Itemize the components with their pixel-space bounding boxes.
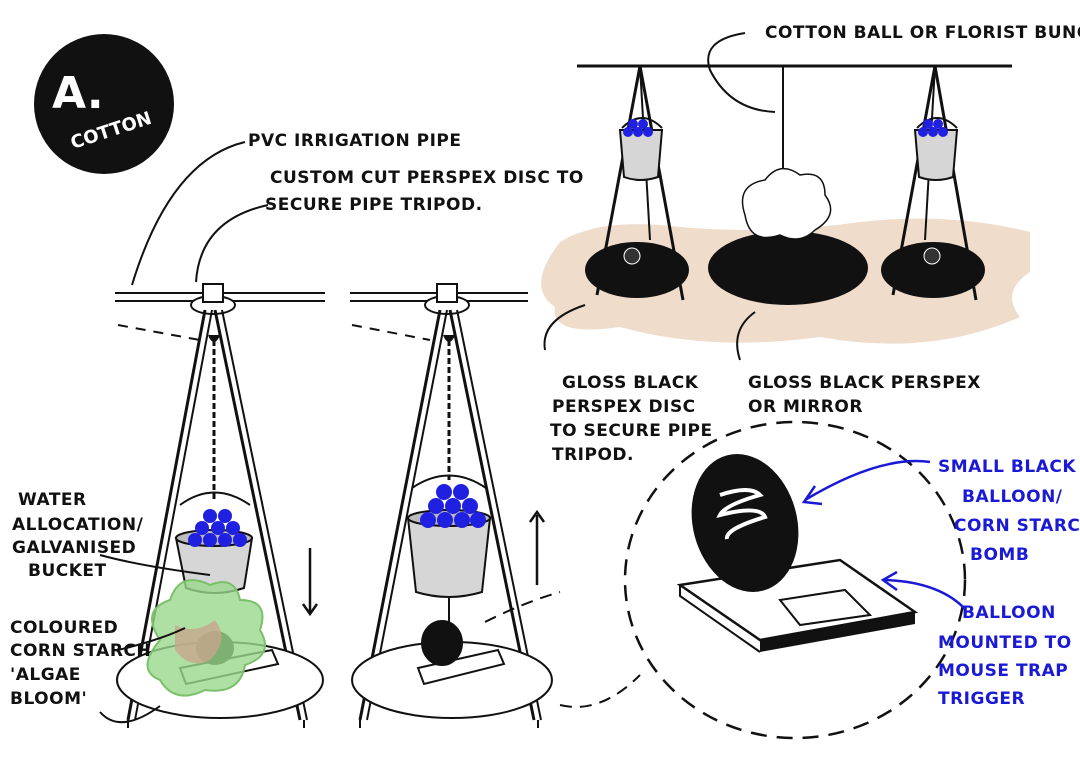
water-balls-left [188, 509, 247, 547]
tripod-middle [350, 283, 553, 728]
label-algae-line3: 'ALGAE [10, 665, 81, 685]
label-gloss-disc-line2: PERSPEX DISC [552, 397, 696, 417]
label-balloon-line1: SMALL BLACK [938, 457, 1076, 477]
label-perspex-disc-line2: SECURE PIPE TRIPOD. [265, 195, 483, 215]
tripod-left [115, 283, 325, 728]
label-trap-line4: TRIGGER [938, 689, 1025, 709]
up-arrow-icon [528, 509, 546, 585]
label-cotton: COTTON BALL OR FLORIST BUNCH [765, 23, 1080, 43]
label-gloss-mirror-line2: OR MIRROR [748, 397, 863, 417]
label-balloon-line4: BOMB [970, 545, 1029, 565]
down-arrow-icon [301, 548, 319, 617]
badge-letter: A. [52, 68, 104, 119]
label-gloss-disc-line1: GLOSS BLACK [562, 373, 699, 393]
label-trap-line2: MOUNTED TO [938, 633, 1072, 653]
water-balls-middle [420, 484, 486, 528]
label-bucket-line3: GALVANISED [12, 538, 136, 558]
label-gloss-mirror-line1: GLOSS BLACK PERSPEX [748, 373, 981, 393]
label-trap-line1: BALLOON [962, 603, 1056, 623]
label-perspex-disc-line1: CUSTOM CUT PERSPEX DISC TO [270, 168, 584, 188]
label-algae-line4: BLOOM' [10, 689, 87, 709]
section-badge: A. COTTON [34, 34, 174, 174]
label-algae-line1: COLOURED [10, 618, 118, 638]
label-pvc-pipe: PVC IRRIGATION PIPE [248, 131, 462, 151]
leader-lines [99, 32, 776, 724]
label-bucket-line4: BUCKET [28, 561, 107, 581]
label-gloss-disc-line4: TRIPOD. [552, 445, 634, 465]
label-balloon-line3: CORN STARCH [954, 516, 1080, 536]
label-trap-line3: MOUSE TRAP [938, 661, 1068, 681]
overview-scene [541, 64, 1030, 344]
label-algae-line2: CORN STARCH [10, 641, 151, 661]
label-bucket-line2: ALLOCATION/ [12, 515, 144, 535]
label-bucket-line1: WATER [18, 490, 87, 510]
label-balloon-line2: BALLOON/ [962, 487, 1063, 507]
detail-balloon-trap [484, 420, 967, 740]
labels: PVC IRRIGATION PIPE CUSTOM CUT PERSPEX D… [10, 23, 1080, 709]
leader-lines-blue [801, 459, 967, 611]
label-gloss-disc-line3: TO SECURE PIPE [550, 421, 713, 441]
